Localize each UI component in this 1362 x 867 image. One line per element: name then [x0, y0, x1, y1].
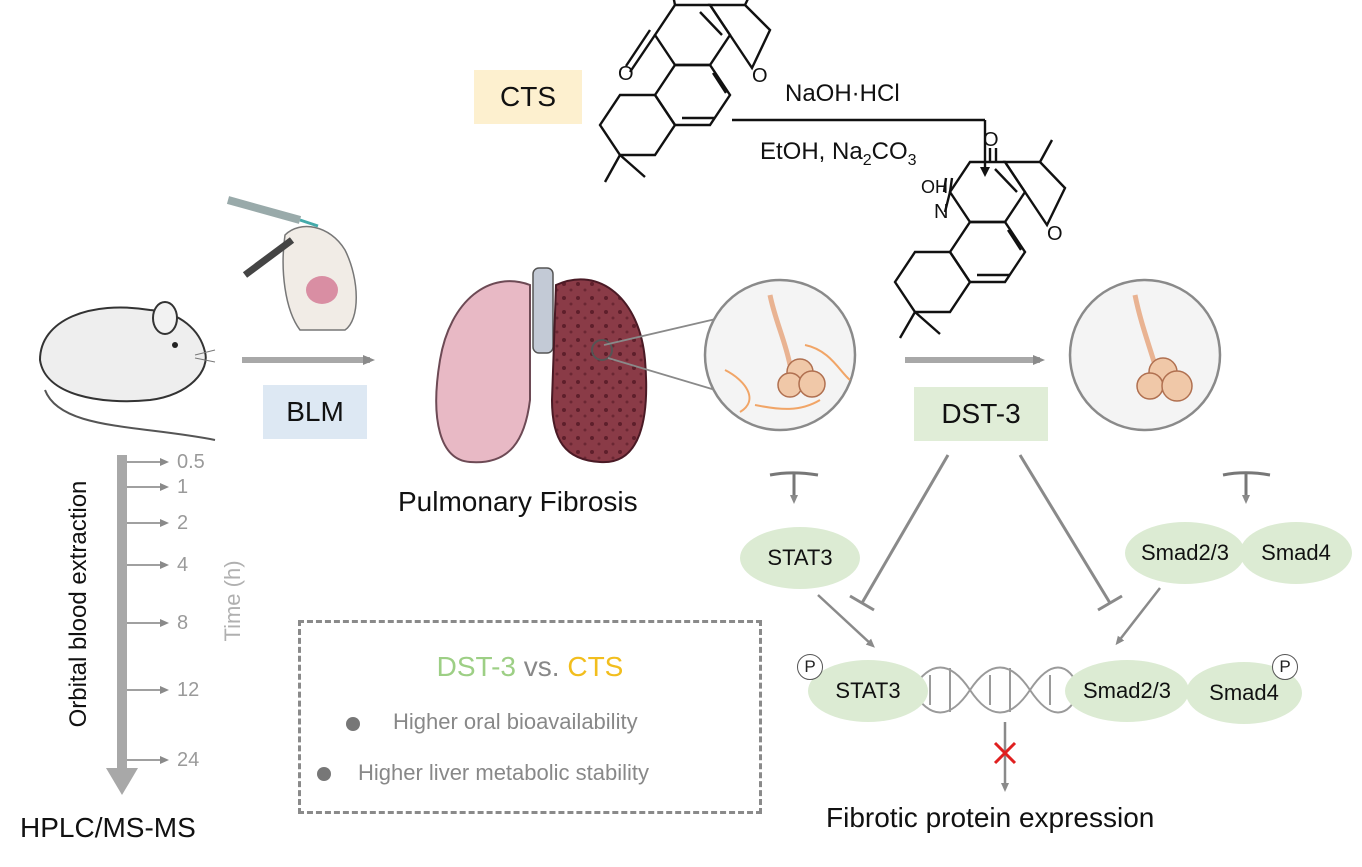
- stat3-activation-arrow: [817, 594, 875, 648]
- smad23-bottom-protein: Smad2/3: [1065, 660, 1189, 722]
- time-axis-label: Time (h): [220, 560, 245, 642]
- dst3-n: N: [934, 201, 948, 223]
- cts-furan-o: O: [752, 65, 768, 87]
- dst3-structure: [893, 139, 1067, 339]
- reagent-sub1: 2: [862, 151, 872, 169]
- reagent-prefix: EtOH, Na: [760, 138, 863, 165]
- pulmonary-fibrosis-label: Pulmonary Fibrosis: [398, 486, 638, 517]
- bullet-2: [317, 767, 331, 781]
- time-8: 8: [177, 612, 189, 634]
- timeline-arrowhead: [106, 768, 138, 795]
- fibrotic-expression-label: Fibrotic protein expression: [826, 802, 1155, 833]
- healthy-alveoli-icon: [1068, 278, 1222, 432]
- time-12: 12: [177, 679, 200, 701]
- stat3-bottom-protein: STAT3: [808, 660, 928, 722]
- stat3-phospho-tag: P: [797, 654, 823, 680]
- reagent-sub2: 3: [907, 151, 917, 169]
- comparison-title: DST-3 vs. CTS: [301, 651, 759, 683]
- hplc-label: HPLC/MS-MS: [20, 812, 196, 843]
- comparison-cts: CTS: [567, 651, 624, 682]
- time-4: 4: [177, 554, 189, 576]
- timeline-ticks: [127, 458, 169, 764]
- smad23-top-protein: Smad2/3: [1125, 522, 1245, 584]
- comparison-vs: vs.: [523, 651, 560, 682]
- fibrotic-alveoli-icon: [703, 278, 857, 432]
- zoom-line-top: [603, 317, 721, 346]
- inhibit-cross-icon: [993, 741, 1017, 765]
- cts-structure: [598, 0, 772, 183]
- smad4-phospho-tag: P: [1272, 654, 1298, 680]
- dst3-inhibit-lines: [849, 454, 1123, 612]
- time-0-5: 0.5: [177, 451, 205, 473]
- comparison-box: DST-3 vs. CTS Higher oral bioavailabilit…: [298, 620, 762, 814]
- zoom-line-bottom: [607, 357, 723, 393]
- comparison-dst3: DST-3: [436, 651, 516, 682]
- cts-carbonyl-o1: O: [658, 0, 674, 3]
- smad4-top-protein: Smad4: [1240, 522, 1352, 584]
- reagent-mid: CO: [871, 138, 908, 165]
- dst3-oh: OH: [921, 177, 948, 197]
- smad-activation-arrow: [1115, 587, 1161, 646]
- dst3-carbonyl-o: O: [983, 129, 999, 151]
- orbital-label: Orbital blood extraction: [65, 480, 92, 728]
- lungs-icon: [435, 267, 648, 464]
- blm-label-box: BLM: [263, 385, 367, 439]
- cts-carbonyl-o2: O: [618, 63, 634, 85]
- comparison-item-2: Higher liver metabolic stability: [358, 760, 649, 785]
- injection-icon: [226, 196, 357, 331]
- inhibit-bars-top: [769, 471, 1271, 504]
- time-1: 1: [177, 476, 189, 498]
- dst3-furan-o: O: [1047, 223, 1063, 245]
- stat3-top-protein: STAT3: [740, 527, 860, 589]
- bullet-1: [346, 717, 360, 731]
- cts-label-box: CTS: [474, 70, 582, 124]
- time-24: 24: [177, 749, 200, 771]
- mouse-icon: [38, 301, 216, 441]
- reagent-bottom: EtOH, Na2CO3: [760, 138, 917, 170]
- dst3-label-box: DST-3: [914, 387, 1048, 441]
- time-2: 2: [177, 512, 189, 534]
- dna-icon: [911, 666, 1081, 714]
- comparison-item-1: Higher oral bioavailability: [393, 709, 638, 734]
- reagent-top: NaOH·HCl: [785, 80, 900, 107]
